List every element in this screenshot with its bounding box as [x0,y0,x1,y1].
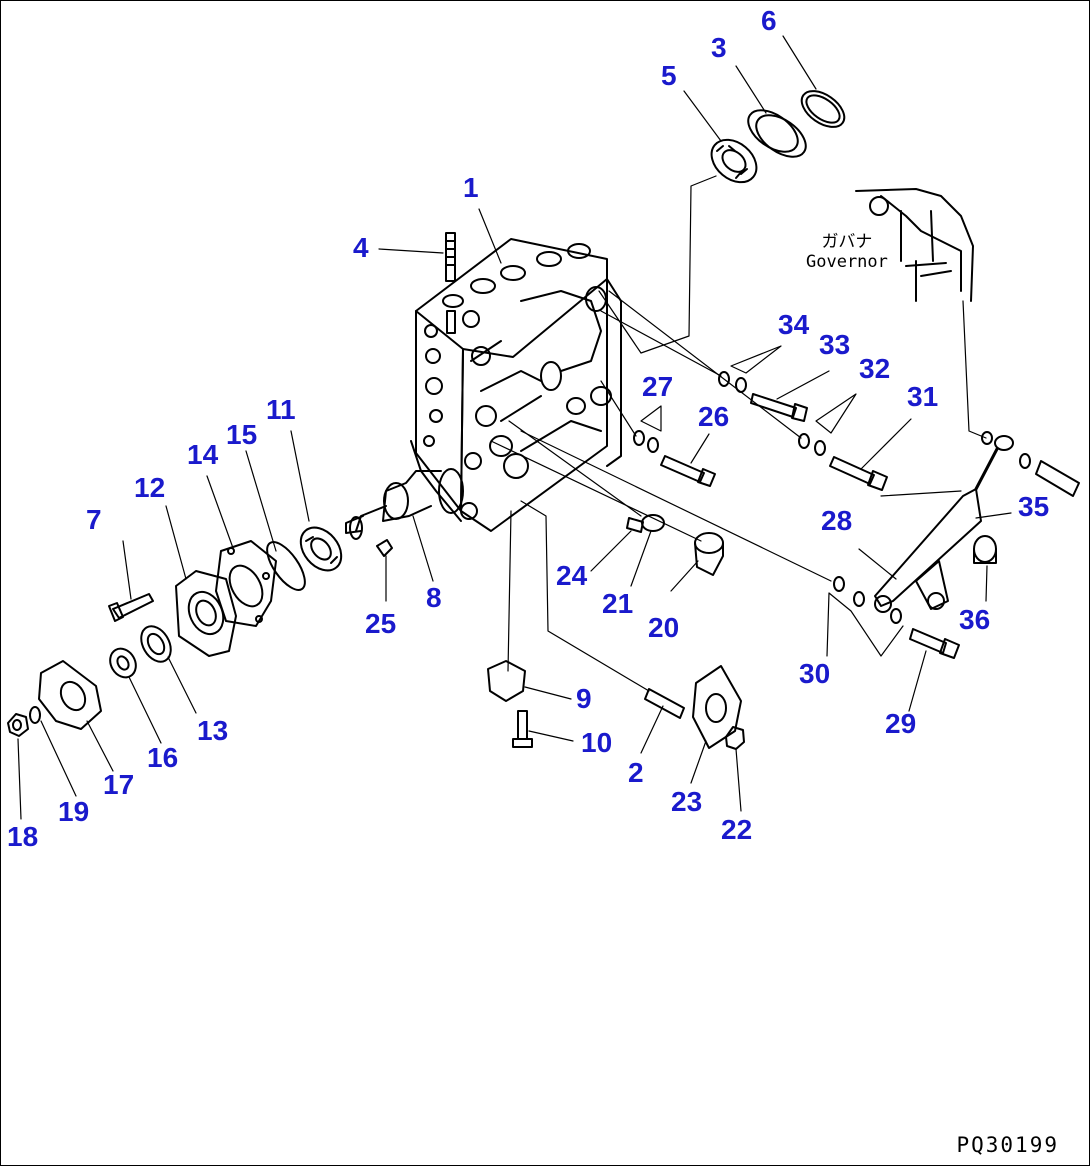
screw-24 [626,517,644,533]
washer-pair-32 [798,433,826,456]
collar-16 [109,647,137,679]
callout-1: 1 [463,172,479,203]
link-35 [874,488,982,613]
callout-32: 32 [859,353,891,384]
governor-label-en: Governor [806,251,888,272]
callout-20: 20 [648,612,680,643]
callout-19: 19 [58,796,90,827]
callout-2: 2 [628,757,644,788]
nut-18 [7,713,29,737]
callout-28: 28 [821,505,853,536]
callout-7: 7 [86,504,102,535]
bolt-31 [829,456,888,491]
governor-outline [855,188,974,302]
callout-17: 17 [103,769,135,800]
governor-label-jp: ガバナ [821,232,873,252]
stud-2 [644,688,685,719]
callout-8: 8 [426,582,442,613]
washers-30 [833,576,902,624]
callout-21: 21 [602,588,634,619]
callout-5: 5 [661,60,677,91]
callout-12: 12 [134,472,166,503]
camshaft [345,468,464,540]
callout-4: 4 [353,232,369,263]
oil-seal-13 [140,625,172,663]
callout-29: 29 [885,708,917,739]
callout-30: 30 [799,658,831,689]
governor-label: ガバナ Governor [806,232,888,273]
callout-leaders [17,35,1012,820]
callout-10: 10 [581,727,613,758]
callout-3: 3 [711,32,727,63]
callout-15: 15 [226,419,258,450]
washer-19 [29,706,41,724]
bracket-9 [487,660,526,702]
callout-26: 26 [698,401,730,432]
callout-33: 33 [819,329,851,360]
nut-22 [725,726,745,750]
bearing-5 [710,138,758,184]
gasket-23 [692,665,742,749]
bolt-10 [512,710,533,748]
callout-36: 36 [959,604,991,635]
gasket-21 [641,514,665,532]
stud-4 [445,232,456,334]
pump-housing [410,238,622,532]
key-25 [376,539,393,557]
callout-22: 22 [721,814,753,845]
collar-36 [973,535,997,564]
bolt-7 [108,593,154,622]
callout-9: 9 [576,683,592,714]
callout-14: 14 [187,439,219,470]
bearing-cover-12 [175,570,237,657]
callout-6: 6 [761,5,777,36]
bolt-29 [909,628,960,659]
callout-16: 16 [147,742,179,773]
rod-end [974,431,1080,497]
o-ring-15 [266,541,306,591]
callout-24: 24 [556,560,588,591]
assembly-lines [490,175,987,692]
callout-18: 18 [7,821,39,852]
bearing-race-3 [747,109,807,158]
gasket-14 [215,540,277,627]
callout-13: 13 [197,715,229,746]
plug-20 [694,532,724,576]
callout-25: 25 [365,608,397,639]
drawing-id: PQ30199 [956,1133,1059,1157]
callout-31: 31 [907,381,939,412]
flange-17 [38,660,102,730]
callout-35: 35 [1018,491,1050,522]
ring-6 [800,90,846,128]
callout-23: 23 [671,786,703,817]
callout-34: 34 [778,309,810,340]
callout-11: 11 [266,394,296,425]
callout-27: 27 [642,371,674,402]
washer-pair-34 [718,371,747,393]
bolt-26 [660,455,716,487]
washer-pair-27 [633,430,659,453]
bearing-11 [299,526,343,572]
